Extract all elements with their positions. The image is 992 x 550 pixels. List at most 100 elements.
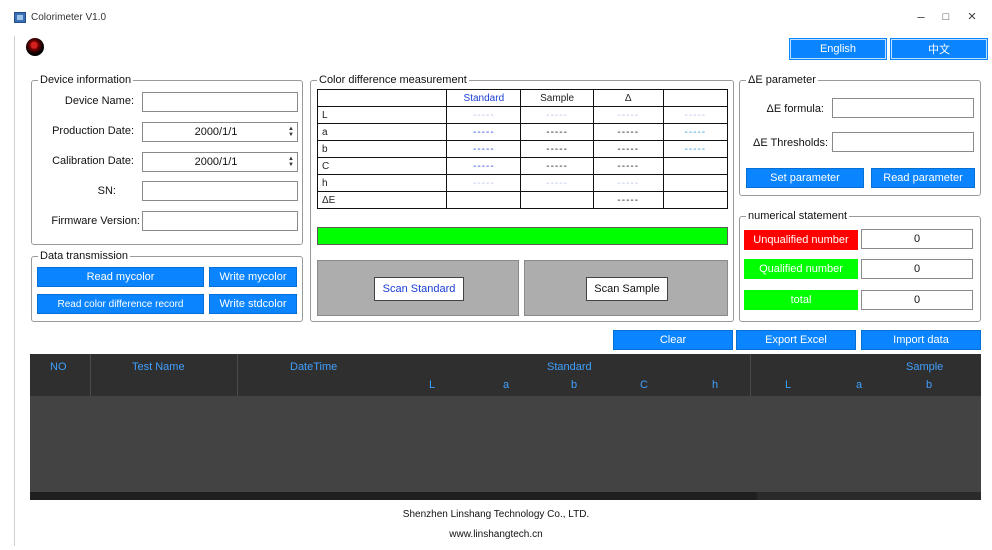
set-parameter-button[interactable]: Set parameter [746,168,864,188]
standard-value: ----- [446,140,522,158]
sn-label: SN: [97,185,116,197]
production-date-picker[interactable]: 2000/1/1 ▲▼ [142,122,298,142]
records-table-body[interactable] [30,396,981,500]
read-color-difference-record-button[interactable]: Read color difference record [37,294,204,314]
company-name: Shenzhen Linshang Technology Co., LTD. [402,509,590,520]
device-name-field[interactable] [142,92,298,112]
write-mycolor-button[interactable]: Write mycolor [209,267,297,287]
sample-value: ----- [520,140,594,158]
minimize-button[interactable]: – [917,9,925,24]
col-standard-h[interactable]: h [712,379,719,391]
table-header-row: Standard Sample Δ [316,89,729,107]
device-name-label: Device Name: [64,95,134,107]
de-formula-label: ΔE formula: [766,103,824,115]
col-standard-b[interactable]: b [571,379,578,391]
horizontal-scrollbar[interactable] [30,492,981,500]
table-header-delta: Δ [592,89,664,107]
records-table-header: NO Test Name DateTime Standard Sample L … [30,354,981,396]
unqualified-number-label: Unqualified number [744,230,858,250]
records-table[interactable]: NO Test Name DateTime Standard Sample L … [30,354,981,500]
row-label: h [316,174,448,192]
calibration-date-label: Calibration Date: [52,155,134,167]
scan-sample-button[interactable]: Scan Sample [586,277,668,301]
read-parameter-button[interactable]: Read parameter [871,168,975,188]
color-difference-table: Standard Sample Δ L ----- ----- ----- --… [316,89,729,209]
table-row: L ----- ----- ----- ----- [316,106,729,124]
col-sample-a[interactable]: a [856,379,863,391]
window-edge [14,36,15,546]
row-label: a [316,123,448,141]
sample-value: ----- [520,123,594,141]
scan-standard-button[interactable]: Scan Standard [374,277,464,301]
qualified-number-label: Qualified number [744,259,858,279]
color-difference-title: Color difference measurement [317,73,469,87]
col-sample[interactable]: Sample [906,361,944,373]
extra-value: ----- [662,106,729,124]
color-difference-group: Color difference measurement Standard Sa… [310,73,734,322]
de-parameter-title: ΔE parameter [746,73,818,87]
device-information-title: Device information [38,73,134,87]
data-transmission-group: Data transmission Read mycolor Write myc… [31,249,303,322]
col-test-name[interactable]: Test Name [132,361,185,373]
data-transmission-title: Data transmission [38,249,131,263]
col-sample-b[interactable]: b [926,379,933,391]
col-datetime[interactable]: DateTime [290,361,338,373]
col-standard[interactable]: Standard [547,361,592,373]
de-formula-field[interactable] [832,98,974,118]
extra-value [662,191,729,209]
row-label: L [316,106,448,124]
firmware-version-field[interactable] [142,211,298,231]
row-label: C [316,157,448,175]
company-website: www.linshangtech.cn [449,529,543,540]
column-divider [90,354,91,396]
de-thresholds-field[interactable] [832,132,974,152]
import-data-button[interactable]: Import data [861,330,981,350]
calibration-date-value: 2000/1/1 [194,156,238,168]
standard-value: ----- [446,174,522,192]
scan-sample-panel: Scan Sample [524,260,728,316]
numerical-statement-title: numerical statement [746,209,850,223]
total-label: total [744,290,858,310]
scrollbar-thumb[interactable] [30,492,757,500]
read-mycolor-button[interactable]: Read mycolor [37,267,204,287]
standard-value: ----- [446,106,522,124]
table-header-cell [316,89,448,107]
row-label: ΔE [316,191,448,209]
column-divider [237,354,238,396]
col-no[interactable]: NO [50,361,67,373]
delta-value: ----- [592,140,664,158]
col-standard-c[interactable]: C [640,379,648,391]
sample-value: ----- [520,157,594,175]
column-divider [750,354,751,396]
write-stdcolor-button[interactable]: Write stdcolor [209,294,297,314]
sn-field[interactable] [142,181,298,201]
table-header-cell [662,89,729,107]
export-excel-button[interactable]: Export Excel [736,330,856,350]
connection-status-led-icon [26,38,44,56]
de-thresholds-label: ΔE Thresholds: [752,137,828,149]
qualified-number-field: 0 [861,259,973,279]
table-row: h ----- ----- ----- [316,174,729,192]
device-information-group: Device information Device Name: Producti… [31,73,303,245]
sample-value [520,191,594,209]
english-button[interactable]: English [789,38,887,60]
col-standard-l[interactable]: L [429,379,436,391]
col-sample-l[interactable]: L [785,379,792,391]
firmware-version-label: Firmware Version: [51,215,140,227]
close-button[interactable]: × [967,8,977,25]
clear-button[interactable]: Clear [613,330,733,350]
date-spinner-icon[interactable]: ▲▼ [288,126,294,138]
calibration-date-picker[interactable]: 2000/1/1 ▲▼ [142,152,298,172]
sample-value: ----- [520,106,594,124]
chinese-button[interactable]: 中文 [890,38,988,60]
standard-value: ----- [446,157,522,175]
production-date-label: Production Date: [52,125,134,137]
de-parameter-group: ΔE parameter ΔE formula: ΔE Thresholds: … [739,73,981,196]
maximize-button[interactable]: □ [942,11,950,23]
total-field: 0 [861,290,973,310]
scan-standard-panel: Scan Standard [317,260,519,316]
date-spinner-icon[interactable]: ▲▼ [288,156,294,168]
production-date-value: 2000/1/1 [194,126,238,138]
col-standard-a[interactable]: a [503,379,510,391]
delta-value: ----- [592,174,664,192]
